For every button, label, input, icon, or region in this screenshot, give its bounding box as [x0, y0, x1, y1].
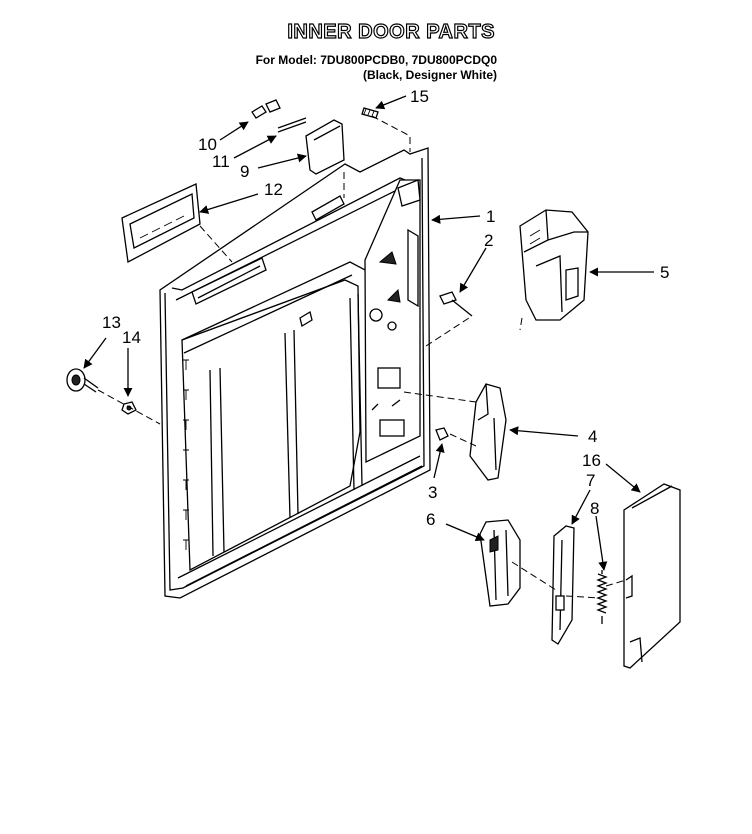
latch-bracket-4 [469, 383, 507, 481]
nut-3 [435, 427, 449, 441]
callout-label-5: 5 [660, 263, 669, 282]
connector-dashed [511, 561, 557, 591]
latch-assembly-5 [519, 209, 589, 321]
callout-label-12: 12 [264, 180, 283, 199]
callout-label-8: 8 [590, 499, 599, 518]
pin-2 [439, 291, 473, 317]
leader-arrow-6 [445, 523, 485, 542]
callout-label-16: 16 [582, 451, 601, 470]
leader-arrow-2 [459, 247, 487, 293]
leader-arrow-10 [219, 121, 249, 141]
connector-dashed [199, 225, 233, 263]
clip-parts-9-10-11 [251, 99, 345, 175]
latch-body-6 [479, 519, 521, 607]
screw-15 [361, 107, 379, 119]
cover-panel-16 [623, 483, 681, 669]
leader-arrow-16 [605, 463, 641, 493]
callout-label-11: 11 [212, 152, 230, 171]
callout-label-1: 1 [486, 207, 495, 226]
leader-arrow-12 [199, 193, 259, 214]
leader-arrow-4 [509, 426, 579, 437]
leader-arrow-9 [257, 153, 307, 169]
callout-label-4: 4 [588, 427, 597, 446]
leader-arrow-15 [375, 95, 407, 110]
leader-arrow-3 [433, 443, 445, 479]
callout-label-6: 6 [426, 510, 435, 529]
variant-line: (Black, Designer White) [363, 68, 497, 82]
connector-dashed [449, 433, 477, 447]
connector-dashed [605, 579, 627, 587]
leader-arrow-8 [595, 515, 608, 571]
model-line: For Model: 7DU800PCDB0, 7DU800PCDQ0 [256, 53, 498, 67]
leader-arrow-11 [233, 135, 277, 159]
connector-dashed [425, 315, 473, 347]
callout-label-3: 3 [428, 483, 437, 502]
callout-label-10: 10 [198, 135, 217, 154]
callout-label-13: 13 [102, 313, 121, 332]
handle-12 [121, 183, 201, 264]
connector-dashed [403, 391, 477, 403]
connector-dashed [371, 115, 411, 152]
connector-dashed [519, 317, 523, 331]
nut-14 [121, 401, 137, 415]
slide-plate-7 [551, 525, 575, 645]
spring-8 [596, 570, 608, 624]
callout-label-7: 7 [586, 471, 595, 490]
connector-dashed [565, 595, 601, 599]
page-title: INNER DOOR PARTS [287, 21, 495, 43]
callout-label-14: 14 [122, 328, 141, 347]
connector-dashed [97, 389, 161, 425]
leader-arrow-1 [431, 214, 481, 224]
callout-label-15: 15 [410, 87, 429, 106]
knob-13 [66, 368, 99, 393]
callout-label-9: 9 [240, 162, 249, 181]
leader-arrow-7 [571, 489, 591, 525]
leader-arrow-13 [83, 337, 107, 369]
inner-door-panel [159, 147, 431, 599]
callout-label-2: 2 [484, 231, 493, 250]
